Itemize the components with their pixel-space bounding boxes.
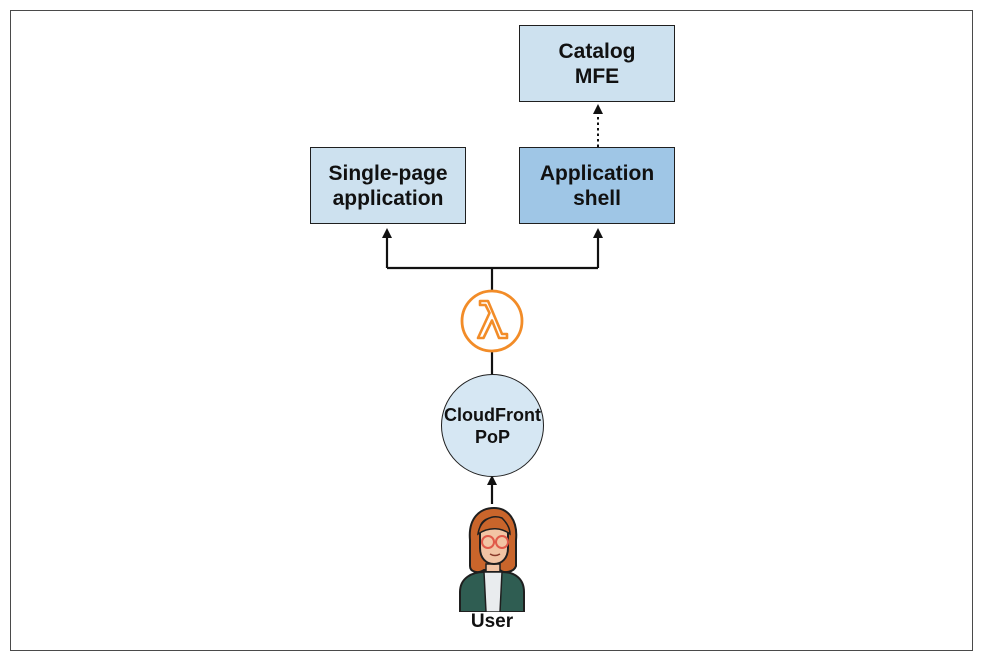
catalog-mfe-box: Catalog MFE (519, 25, 675, 102)
spa-line2: application (332, 186, 444, 210)
application-shell-box: Application shell (519, 147, 675, 224)
single-page-application-box: Single-page application (310, 147, 466, 224)
cloudfront-line1: CloudFront (444, 404, 541, 425)
lambda-icon (460, 289, 524, 353)
spa-line1: Single-page (328, 161, 448, 185)
cloudfront-line2: PoP (474, 426, 510, 447)
catalog-mfe-line2: MFE (574, 64, 620, 88)
diagram-frame (10, 10, 973, 651)
app-shell-line2: shell (573, 186, 621, 210)
app-shell-line1: Application (539, 161, 655, 185)
cloudfront-pop-node: CloudFront PoP (441, 374, 544, 477)
user-avatar-icon (459, 506, 525, 612)
user-label: User (470, 611, 514, 632)
catalog-mfe-line1: Catalog (558, 39, 636, 63)
